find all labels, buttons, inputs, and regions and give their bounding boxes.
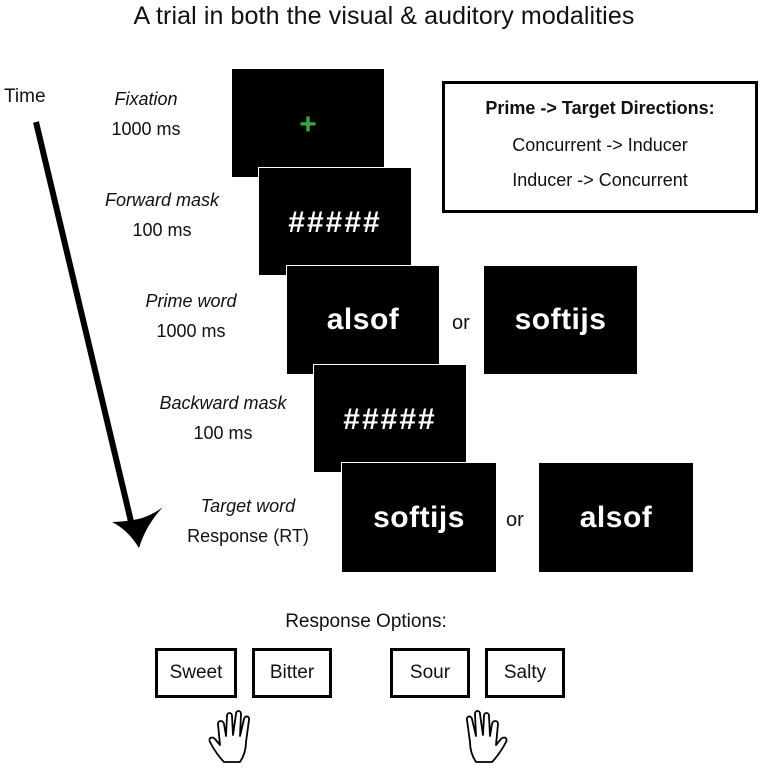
step-forward-mask-label: Forward mask 100 ms [77, 185, 247, 245]
or-label: or [452, 312, 470, 334]
response-key-sour[interactable]: Sour [390, 648, 470, 698]
left-hand-icon [208, 710, 251, 763]
step-backward-mask-label: Backward mask 100 ms [138, 388, 308, 448]
fixation-cross: + [299, 108, 317, 141]
step-name: Backward mask [159, 393, 287, 413]
target-word-screen-1: softijs [342, 463, 496, 572]
target-word-screen-2: alsof [539, 463, 693, 572]
response-key-sweet[interactable]: Sweet [155, 648, 237, 698]
fixation-screen: + [232, 69, 384, 177]
response-options-title: Response Options: [285, 611, 447, 632]
forward-mask-screen: ##### [259, 168, 411, 275]
step-name: Target word [200, 496, 296, 516]
response-key-bitter[interactable]: Bitter [252, 648, 332, 698]
step-duration: 1000 ms [111, 119, 181, 139]
step-name: Fixation [114, 89, 178, 109]
step-duration: 100 ms [132, 220, 192, 240]
response-key-salty[interactable]: Salty [485, 648, 565, 698]
step-duration: Response (RT) [187, 526, 309, 546]
prime-word-screen-1: alsof [287, 266, 439, 374]
legend-heading: Prime -> Target Directions: [485, 98, 715, 118]
backward-mask-text: ##### [343, 402, 437, 436]
target-word-text: softijs [373, 500, 465, 534]
step-duration: 1000 ms [156, 321, 226, 341]
forward-mask-text: ##### [288, 205, 382, 239]
step-name: Prime word [145, 291, 237, 311]
diagram-title: A trial in both the visual & auditory mo… [133, 2, 635, 30]
prime-word-screen-2: softijs [484, 266, 637, 374]
time-label: Time [4, 86, 46, 107]
target-word-text: alsof [579, 500, 653, 534]
backward-mask-screen: ##### [314, 365, 466, 472]
prime-word-text: softijs [514, 303, 607, 336]
step-target-word-label: Target word Response (RT) [163, 491, 333, 551]
legend-direction-1: Concurrent -> Inducer [512, 135, 688, 155]
or-label: or [506, 509, 524, 531]
prime-word-text: alsof [326, 303, 400, 336]
direction-legend: Prime -> Target Directions: Concurrent -… [442, 81, 758, 213]
step-duration: 100 ms [193, 423, 253, 443]
step-fixation-label: Fixation 1000 ms [61, 84, 231, 144]
step-prime-word-label: Prime word 1000 ms [106, 286, 276, 346]
right-hand-icon [465, 710, 508, 763]
legend-direction-2: Inducer -> Concurrent [512, 170, 688, 190]
step-name: Forward mask [104, 190, 220, 210]
